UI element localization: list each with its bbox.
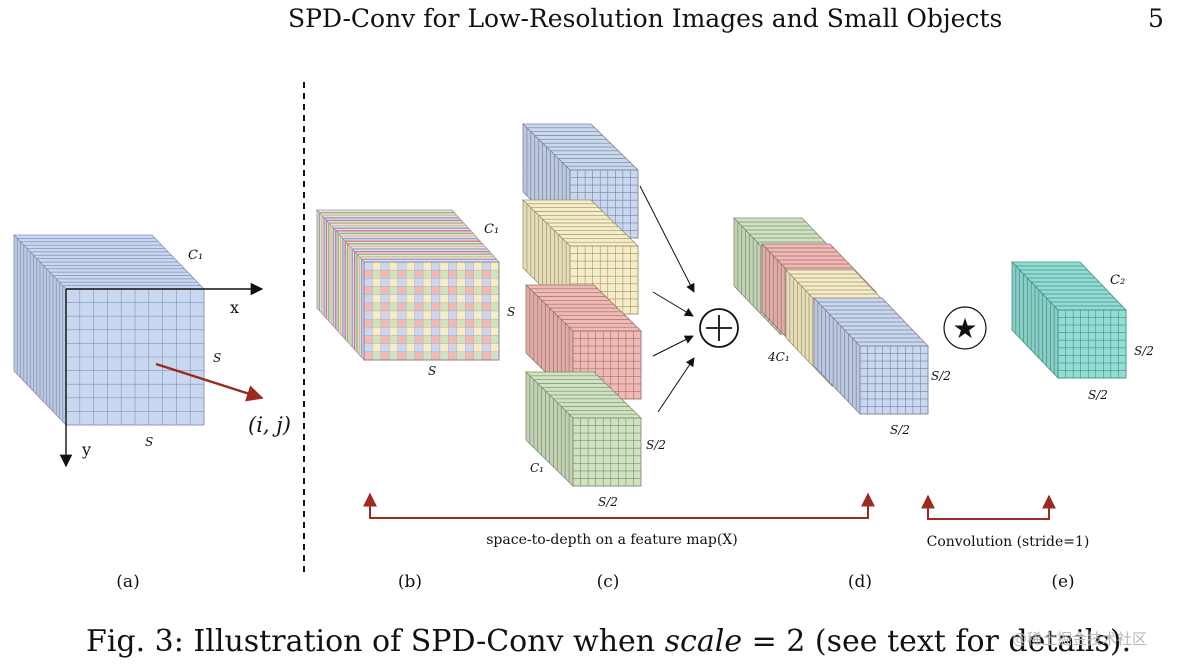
- conv-bracket-arrow: [921, 494, 1056, 520]
- sub-cube-channel-label: C₁: [530, 461, 544, 475]
- stacked-feature-map: [733, 217, 929, 415]
- cube-a: [13, 234, 205, 426]
- caption-prefix: Fig. 3: Illustration of SPD-Conv when: [86, 624, 665, 659]
- cube-b-channel-label: C₁: [484, 222, 499, 237]
- cube-a-width-label: S: [145, 435, 153, 449]
- cube-b: [316, 208, 500, 362]
- panel-label-d: (d): [848, 572, 872, 592]
- stacked-layer-3: [813, 297, 929, 415]
- panel-label-c: (c): [597, 572, 620, 592]
- conv-label: Convolution (stride=1): [927, 534, 1090, 550]
- concat-arrow-3: [652, 335, 694, 357]
- panel-label-b: (b): [398, 572, 422, 592]
- figure-caption: Fig. 3: Illustration of SPD-Conv when sc…: [86, 624, 1131, 659]
- conv-symbol: [943, 306, 987, 350]
- concat-arrow-2: [652, 291, 694, 317]
- cube-b-width-label: S: [428, 364, 436, 378]
- position-arrow: [155, 362, 264, 402]
- output-width-label: S/2: [1088, 388, 1108, 402]
- stacked-height-label: S/2: [931, 369, 951, 383]
- caption-variable: scale: [664, 624, 743, 659]
- output-channel-label: C₂: [1110, 273, 1125, 288]
- cube-b-height-label: S: [507, 305, 515, 319]
- sub-cube-red: [525, 284, 642, 400]
- cube-a-channel-label: C₁: [188, 248, 203, 263]
- stacked-channel-label: 4C₁: [767, 350, 790, 364]
- panel-label-e: (e): [1051, 572, 1074, 592]
- cube-a-height-label: S: [213, 351, 221, 365]
- y-axis-label: y: [81, 440, 91, 459]
- output-height-label: S/2: [1134, 344, 1154, 358]
- concat-arrow-1: [639, 185, 695, 293]
- concat-arrow-4: [657, 357, 695, 413]
- sub-cube-height-label: S/2: [646, 438, 666, 452]
- sub-cube-green: [525, 371, 642, 487]
- stacked-width-label: S/2: [890, 423, 910, 437]
- sub-cube-width-label: S/2: [598, 495, 618, 509]
- page-number: 5: [1148, 4, 1164, 33]
- coordinate-label: (i, j): [248, 413, 291, 437]
- sub-cube-blue: [522, 123, 639, 239]
- panel-label-a: (a): [116, 572, 139, 592]
- x-axis-label: x: [230, 298, 239, 317]
- output-cube: [1011, 261, 1127, 379]
- running-header-title: SPD-Conv for Low-Resolution Images and S…: [288, 4, 1003, 33]
- caption-suffix: = 2 (see text for details).: [742, 624, 1132, 659]
- watermark: @稀土掘金技术社区: [1012, 630, 1148, 648]
- spd-bracket-arrow: [363, 492, 875, 519]
- spd-label: space-to-depth on a feature map(X): [486, 532, 738, 548]
- conv-star: ★: [952, 312, 977, 345]
